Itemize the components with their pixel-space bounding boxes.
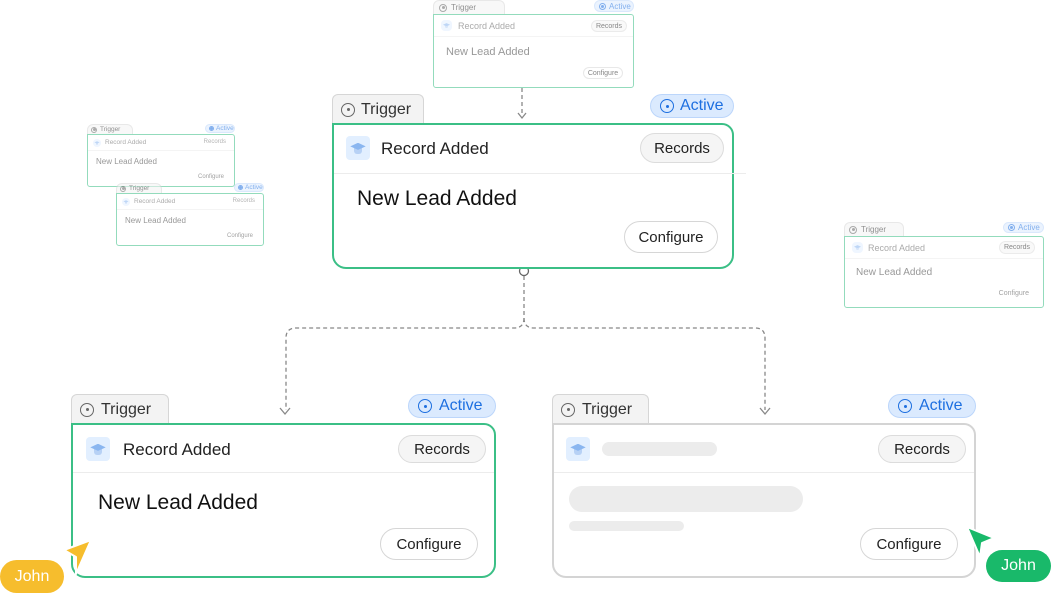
crosshair-icon [91,126,97,133]
node-card[interactable]: Record Added Records New Lead Added Conf… [844,236,1044,308]
workflow-node-left-preview-b[interactable]: Trigger Active Record Added Records New … [116,183,264,246]
node-title: Record Added [381,139,489,158]
status-badge: Active [205,124,235,133]
crosshair-icon [439,3,447,12]
workflow-node-right-preview[interactable]: Trigger Active Record Added Records New … [844,222,1044,308]
status-badge: Active [594,0,634,12]
records-pill[interactable]: Records [203,139,226,145]
node-title: Record Added [868,243,926,253]
crosshair-icon [849,225,857,234]
crosshair-icon [898,399,912,413]
graduation-cap-icon [852,242,863,253]
connector-right-arrow [759,407,771,416]
workflow-node-top-preview[interactable]: Trigger Active Record Added Records New … [433,0,634,88]
cursor-arrow-yellow-icon [63,539,92,575]
node-subtitle: New Lead Added [856,267,933,278]
status-badge: Active [234,183,264,192]
graduation-cap-icon [86,437,110,461]
status-badge: Active [650,94,734,118]
crosshair-icon [120,185,126,192]
crosshair-icon [209,126,214,131]
node-tab: Trigger [332,94,424,124]
graduation-cap-icon [122,198,130,206]
node-card[interactable]: Record Added Records New Lead Added Conf… [87,134,235,187]
crosshair-icon [341,102,355,117]
workflow-node-bottom-left[interactable]: Trigger Active Record Added Records New … [71,394,496,578]
node-tab: Trigger [433,0,505,14]
node-subtitle: New Lead Added [96,157,157,166]
configure-button[interactable]: Configure [624,221,718,253]
node-tab: Trigger [552,394,649,424]
collaborator-label-yellow: John [0,560,64,593]
node-tab: Trigger [87,124,133,134]
node-subtitle: New Lead Added [357,187,517,210]
records-pill[interactable]: Records [999,241,1035,254]
graduation-cap-icon [441,20,452,31]
crosshair-icon [1008,224,1015,231]
crosshair-icon [418,399,432,413]
crosshair-icon [80,402,94,417]
collaborator-label-green: John [986,550,1051,582]
graduation-cap-icon [93,139,101,147]
node-card[interactable]: Record Added Records New Lead Added Conf… [71,423,496,578]
records-pill[interactable]: Records [640,133,724,163]
node-tab: Trigger [71,394,169,424]
configure-button[interactable]: Configure [197,174,224,180]
status-badge: Active [1003,222,1044,233]
node-card[interactable]: Record Added Records New Lead Added Conf… [433,14,634,88]
workflow-node-bottom-right-loading[interactable]: Trigger Active Records Configure [552,394,976,578]
crosshair-icon [660,99,674,113]
crosshair-icon [238,185,243,190]
records-pill[interactable]: Records [878,435,966,463]
detail-skeleton [569,521,684,531]
connector-left [285,276,525,410]
status-badge: Active [408,394,496,418]
graduation-cap-icon [346,136,370,160]
connector-top-arrow [517,112,527,120]
configure-button[interactable]: Configure [860,528,958,560]
subtitle-skeleton [569,486,803,512]
node-card[interactable]: Records Configure [552,423,976,578]
status-badge: Active [888,394,976,418]
configure-button[interactable]: Configure [583,67,623,79]
crosshair-icon [599,2,606,10]
records-pill[interactable]: Records [232,198,255,204]
node-title: Record Added [105,139,147,146]
node-subtitle: New Lead Added [125,216,186,225]
records-pill[interactable]: Records [398,435,486,463]
node-subtitle: New Lead Added [98,491,258,514]
workflow-node-left-preview-a[interactable]: Trigger Active Record Added Records New … [87,124,235,187]
workflow-node-main[interactable]: Trigger Active Record Added Records New … [332,94,746,269]
cursor-arrow-green-icon [966,526,995,558]
node-title: Record Added [123,440,231,459]
crosshair-icon [561,402,575,417]
connector-left-arrow [279,407,291,416]
node-tab: Trigger [844,222,904,236]
records-pill[interactable]: Records [591,20,627,32]
configure-button[interactable]: Configure [226,233,253,239]
node-subtitle: New Lead Added [446,46,530,58]
node-title: Record Added [134,198,176,205]
node-card[interactable]: Record Added Records New Lead Added Conf… [332,123,746,269]
graduation-cap-icon [566,437,590,461]
node-tab: Trigger [116,183,162,193]
tab-label: Trigger [451,3,477,12]
configure-button[interactable]: Configure [380,528,478,560]
node-card[interactable]: Record Added Records New Lead Added Conf… [116,193,264,246]
configure-button[interactable]: Configure [998,290,1029,297]
title-skeleton [602,442,717,456]
node-title: Record Added [458,21,516,31]
